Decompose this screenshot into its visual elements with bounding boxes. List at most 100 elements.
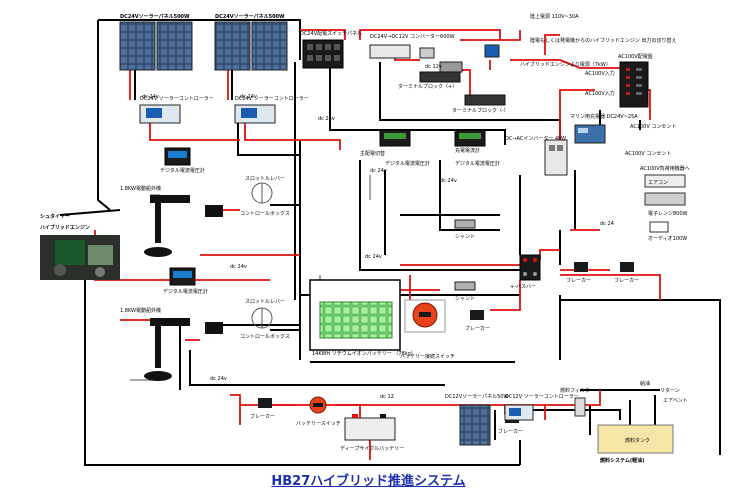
meter-bottom: デジタル電流電圧計	[163, 267, 208, 295]
shunt-b-label: シャント	[455, 296, 475, 302]
solar-panel-right: DC12Vソーラーパネル50W	[445, 394, 508, 446]
marine-charger: マリン用充電器 DC24V~25A	[570, 113, 638, 144]
ac-in-2-label: AC100V入力	[585, 90, 615, 97]
return-label: リターン	[660, 387, 680, 394]
fuse-e-label: ブレーカー	[498, 428, 523, 435]
aircon-label: エアコン	[648, 180, 668, 186]
breather-label: エアベント	[663, 398, 688, 404]
solar-controller-left: DC24V ソーラーコントローラー	[139, 96, 214, 124]
shunt-b: シャント	[454, 281, 476, 302]
terminal-minus-label: ターミナルブロック（-）	[452, 107, 509, 114]
deep-cycle-battery: ディープサイクルバッテリー	[340, 414, 404, 452]
shunt-a: シャント	[454, 219, 476, 240]
solar-left-label: DC24Vソーラーパネル500W	[120, 13, 190, 20]
shore-power: 陸上電源 110V~30A 陸電もしくは発電機からのハイブリッドエンジン 出力の…	[520, 13, 677, 68]
charger-label: マリン用充電器 DC24V~25A	[570, 113, 638, 120]
digital-meter-a-label: デジタル電流電圧計	[385, 160, 430, 167]
tag-dc24v-3: dc 24v	[318, 116, 335, 122]
inverter: DC→ACインバーター 4kW	[505, 135, 568, 176]
engine-power-label: ハイブリッドエンジンより電源（7kW）	[520, 61, 611, 68]
shunt-a-label: シャント	[455, 234, 475, 240]
fuse-b-label: ブレーカー	[614, 277, 639, 284]
solar-controller-mid: DC24V ソーラーコントローラー	[234, 96, 309, 124]
tag-dc24v-4: dc 24v	[440, 178, 457, 184]
red-wires	[94, 29, 661, 460]
appliances: AC100V負荷用機器へ エアコン 電子レンジ800W オーディオ100W	[640, 165, 690, 242]
ac-panel-label: AC100V配電盤	[618, 53, 653, 60]
fuse-d-label: ブレーカー	[250, 413, 275, 420]
ac-switch-panel: AC100V配電盤 AC100V入力 AC100V入力	[585, 53, 653, 108]
engine-label-1: シュタイヤー	[40, 213, 70, 220]
engine-label-2: ハイブリッドエンジン	[40, 224, 90, 231]
fuel-system: 燃料フィルター 燃料タンク 燃料システム(軽油) 給油 リターン エアベント	[560, 380, 688, 464]
battery-switch-label: バッテリー接続スイッチ	[400, 353, 455, 360]
solar-controller-right: DC12V ソーラーコントローラー	[504, 394, 579, 421]
voltage-tags: dc 24v dc 24v dc 24v dc 12v dc 24v dc 24…	[142, 64, 614, 400]
busbar: +-バスバー	[510, 254, 541, 290]
meter-top: デジタル電流電圧計	[160, 147, 205, 174]
digital-meter-a: デジタル電流電圧計	[379, 129, 430, 167]
control-box-top-label: コントロールボックス	[240, 210, 290, 217]
tag-dc24-1: dc 24	[600, 221, 614, 227]
busbar-label: +-バスバー	[510, 284, 536, 290]
converter-label: DC24V→DC12V コンバーター600W	[370, 33, 455, 40]
fuel-system-label: 燃料システム(軽油)	[600, 457, 644, 464]
tag-dc24v-1: dc 24v	[240, 94, 257, 100]
tag-dc12-1: dc 12	[380, 394, 394, 400]
ac-in-1-label: AC100V入力	[585, 70, 615, 77]
shore-power-label: 陸上電源 110V~30A	[530, 13, 579, 20]
appliances-label: AC100V負荷用機器へ	[640, 165, 690, 172]
sub-shunt-label: 充電電流計	[455, 147, 480, 154]
tag-dc24v-2: dc 24v	[142, 94, 159, 100]
terminal-plus-label: ターミナルブロック（+）	[398, 83, 457, 90]
meter-top-label: デジタル電流電圧計	[160, 167, 205, 174]
battery-switch-b: バッテリースイッチ	[296, 396, 341, 427]
digital-meter-b: デジタル電流電圧計	[454, 129, 500, 167]
deep-cycle-label: ディープサイクルバッテリー	[340, 445, 404, 452]
controller-right-label: DC12V ソーラーコントローラー	[505, 394, 579, 400]
tag-dc24v-7: dc 24v	[230, 264, 247, 270]
throttle-bottom: スロットルレバー コントロールボックス	[205, 299, 290, 340]
ac-outlets: AC100V コンセント AC100V コンセント	[625, 124, 676, 157]
outlet-1-label: AC100V コンセント	[630, 124, 676, 130]
outboard-bottom: 1.8KW電動船外機	[120, 307, 190, 381]
dc-converter: DC24V→DC12V コンバーター600W	[369, 33, 455, 59]
microwave-label: 電子レンジ800W	[648, 210, 688, 217]
control-box-bottom-label: コントロールボックス	[240, 333, 290, 340]
inverter-label: DC→ACインバーター 4kW	[505, 135, 566, 142]
solar-panel-left: DC24Vソーラーパネル500W	[119, 13, 193, 71]
throttle-top: スロットルレバー コントロールボックス	[205, 176, 290, 217]
meter-bottom-label: デジタル電流電圧計	[163, 288, 208, 295]
digital-meter-b-label: デジタル電流電圧計	[455, 160, 500, 167]
battery-switch: バッテリー接続スイッチ	[400, 299, 455, 360]
battery-switch-b-label: バッテリースイッチ	[296, 421, 341, 427]
terminal-devices: ターミナルブロック（+） ターミナルブロック（-）	[398, 44, 509, 114]
tag-dc24v-6: dc 24v	[365, 254, 382, 260]
tag-dc24v-8: dc 24v	[210, 376, 227, 382]
outboard-bottom-label: 1.8KW電動船外機	[120, 307, 161, 314]
diagram-title: HB27ハイブリッド推進システム	[271, 474, 466, 489]
shore-note-label: 陸電もしくは発電機からのハイブリッドエンジン 出力の切り替え	[530, 37, 677, 44]
switch-panel-label: DC24V配電スイッチパネル	[300, 31, 362, 37]
dc-switch-panel: DC24V配電スイッチパネル	[300, 31, 362, 69]
fuse-c-label: ブレーカー	[465, 325, 490, 332]
throttle-top-label: スロットルレバー	[245, 176, 285, 182]
tag-dc12v-1: dc 12v	[425, 64, 442, 70]
solar-right-label: DC12Vソーラーパネル50W	[445, 394, 508, 400]
outlet-2-label: AC100V コンセント	[625, 151, 671, 157]
controller-mid-label: DC24V ソーラーコントローラー	[235, 96, 309, 102]
controller-left-label: DC24V ソーラーコントローラー	[140, 96, 214, 102]
outboard-top: 1.8KW電動船外機	[120, 185, 190, 257]
outboard-top-label: 1.8KW電動船外機	[120, 185, 161, 192]
throttle-bottom-label: スロットルレバー	[245, 299, 285, 305]
fuel-tank-label: 燃料タンク	[625, 437, 650, 444]
battery-bank-label: 14KWH リチウムイオンバッテリー （78kg）	[312, 350, 416, 357]
fuel-filter-label: 燃料フィルター	[560, 387, 595, 394]
lithium-battery-bank: 14KWH リチウムイオンバッテリー （78kg）	[309, 279, 416, 357]
tag-dc24v-5: dc 24v	[370, 168, 387, 174]
audio-label: オーディオ100W	[648, 235, 687, 242]
black-wires	[59, 19, 721, 466]
solar-panel-mid: DC24Vソーラーパネル500W	[214, 13, 288, 71]
